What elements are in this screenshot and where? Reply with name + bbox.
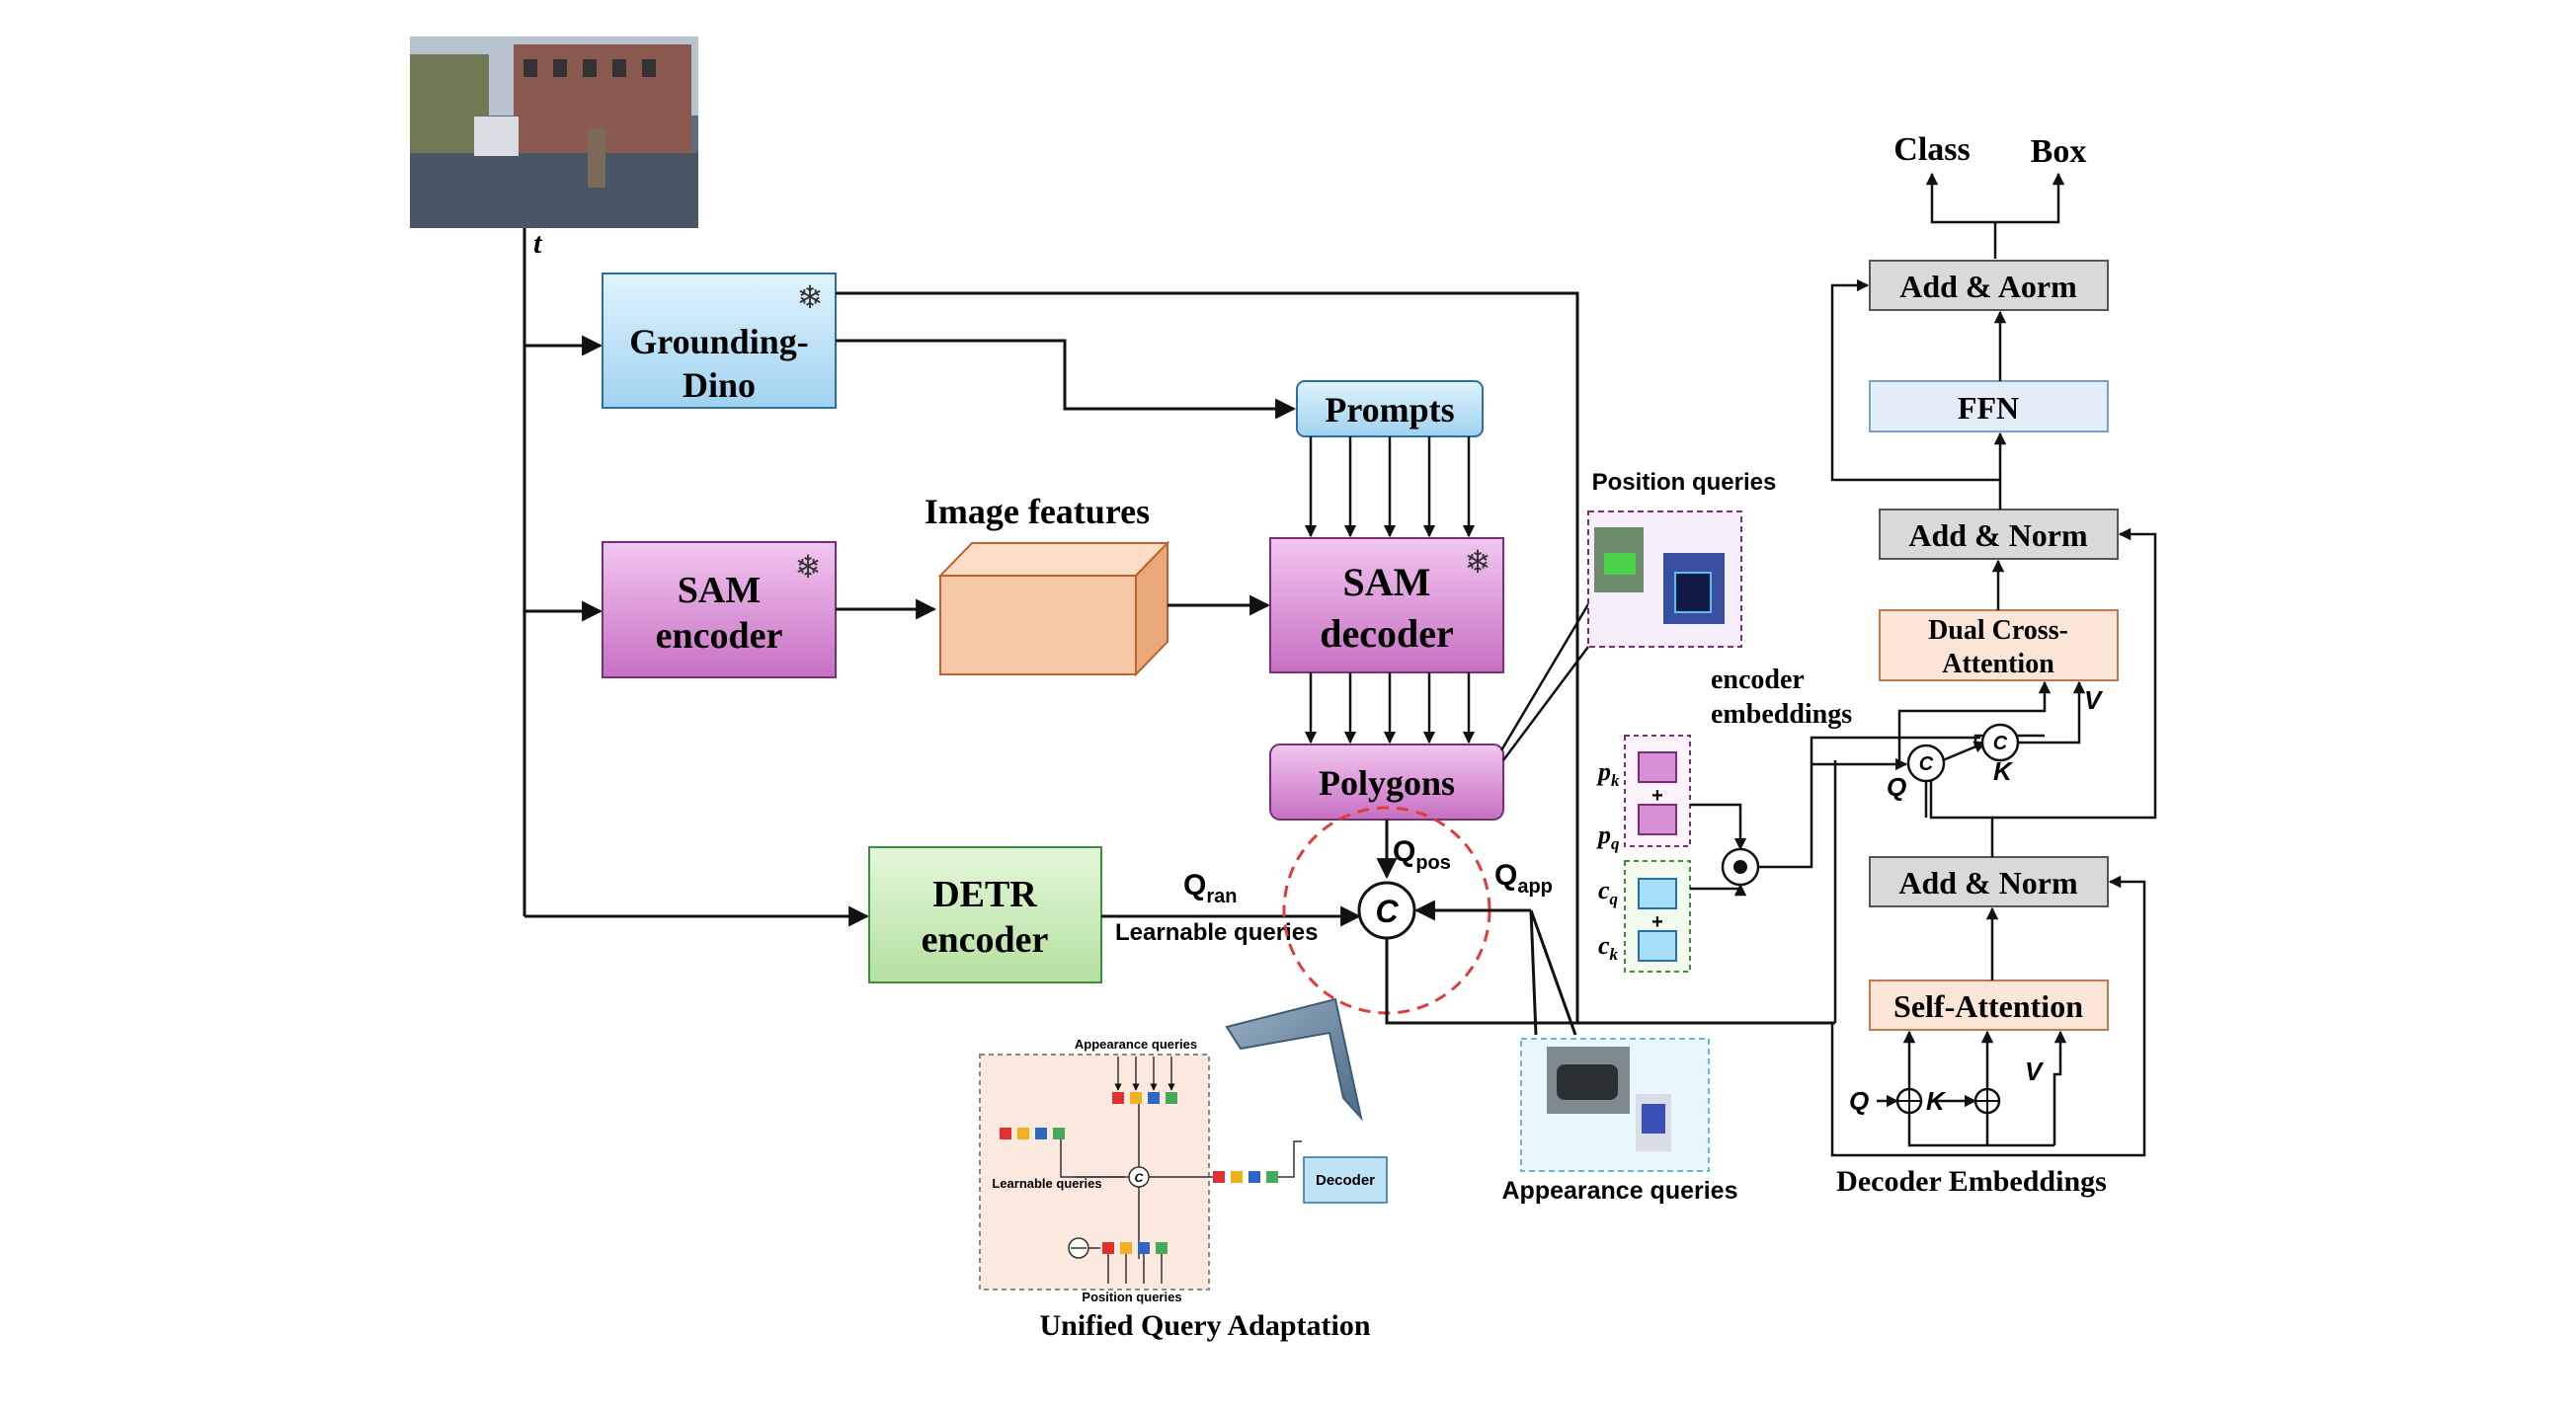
encoder-embeddings-label-1: encoder [1711,665,1805,695]
prompts-label: Prompts [1325,390,1454,430]
uqa-concat-symbol: C [1135,1171,1144,1185]
learnable-queries-label: Learnable queries [1115,919,1318,946]
self-attention-label: Self-Attention [1893,988,2083,1024]
prompts-box: Prompts [1296,380,1484,437]
snowflake-icon: ❄ [797,279,824,315]
k-self-label: K [1926,1086,1947,1116]
concat-symbol: C [1375,894,1399,929]
p-c-to-dot-lines [1690,736,1980,897]
uqa-appearance-tokens [1112,1092,1177,1104]
appearance-queries-lines [1385,900,1835,1036]
concat-symbol: C [1993,733,2008,754]
position-queries-panel [1587,510,1742,648]
enc-emb-to-concat-lines [1811,757,1908,1023]
detr-encoder-box: DETR encoder [868,846,1102,983]
c-token-panel: + [1624,860,1691,973]
uqa-output-tokens [1213,1171,1278,1183]
q-cross-label: Q [1887,772,1906,802]
dot-product-node [1721,847,1760,887]
add-aorm-box: Add & Aorm [1869,260,2109,311]
polygons-label: Polygons [1319,763,1455,803]
cq-label: cq [1598,876,1619,908]
detr-encoder-label-1: DETR [932,874,1037,915]
v-cross-label: V [2084,685,2104,715]
encoder-embeddings-label-2: embeddings [1711,699,1852,730]
image-features-cube [937,540,1170,677]
sam-encoder-box: SAM encoder ❄ [602,541,837,678]
grounding-dino-label-2: Dino [683,365,756,405]
c-plus: + [1651,911,1663,933]
grounding-dino-label-1: Grounding- [629,322,808,361]
add-norm-bottom-label: Add & Norm [1898,865,2078,901]
uqa-caption: Unified Query Adaptation [1039,1309,1370,1342]
uqa-learnable-label: Learnable queries [992,1176,1101,1191]
box-output-label: Box [2031,133,2087,170]
dual-cross-label-2: Attention [1942,649,2054,679]
uqa-appearance-label: Appearance queries [1075,1037,1197,1052]
add-norm-bottom-box: Add & Norm [1869,856,2109,907]
v-self-label: V [2025,1057,2045,1086]
p-plus: + [1651,785,1663,807]
snowflake-icon: ❄ [1465,544,1491,580]
sam-encoder-label-1: SAM [678,570,761,611]
appearance-queries-label: Appearance queries [1502,1177,1738,1205]
zoom-pointer-arrow [1225,997,1363,1122]
dual-cross-concat-left: C [1906,744,1946,783]
k-cross-label: K [1993,756,2014,786]
uqa-decoder-box [1303,1156,1388,1204]
polygons-to-position-queries-lines [1499,603,1590,761]
self-attn-add-k [1973,1087,2001,1115]
q-pos-label: Qpos [1393,835,1451,874]
image-features-label: Image features [925,492,1150,531]
position-queries-label: Position queries [1592,469,1777,496]
pq-label: pq [1596,821,1620,853]
class-output-label: Class [1893,131,1970,168]
add-aorm-label: Add & Aorm [1899,269,2077,304]
polygons-box: Polygons [1269,744,1504,821]
pk-label: pk [1596,757,1620,790]
add-norm-top-box: Add & Norm [1879,509,2119,560]
self-attention-box: Self-Attention [1869,979,2109,1031]
detr-encoder-label-2: encoder [922,919,1049,961]
decoder-flow-arrows [1830,278,2157,1157]
ffn-box: FFN [1869,380,2109,432]
uqa-position-tokens [1102,1242,1167,1254]
sam-decoder-box: SAM decoder ❄ [1269,537,1504,673]
uqa-concat-node [1128,1166,1150,1188]
q-self-label: Q [1849,1086,1869,1116]
self-attention-inputs [1877,1030,2067,1147]
prompts-to-sam-arrows [1304,436,1476,538]
left-trunk-lines [523,228,870,927]
p-token-panel: + [1624,735,1691,847]
sam-decoder-label-2: decoder [1320,611,1454,656]
uqa-decoder-label: Decoder [1316,1172,1375,1189]
ck-label: ck [1598,931,1619,964]
self-attn-add-q [1895,1087,1923,1115]
dual-cross-concat-right: C [1980,723,2020,762]
sam-decoder-to-polygons-arrows [1304,672,1476,744]
add-norm-top-label: Add & Norm [1908,517,2088,553]
dual-cross-label-1: Dual Cross- [1928,615,2068,646]
sam-encoder-label-2: encoder [656,615,783,657]
q-app-label: Qapp [1494,859,1553,898]
snowflake-icon: ❄ [795,549,822,585]
output-fork-lines [1925,172,2065,259]
decoder-embeddings-label: Decoder Embeddings [1836,1165,2107,1198]
uqa-position-label: Position queries [1082,1290,1181,1304]
ffn-label: FFN [1958,390,2019,426]
concat-symbol: C [1919,753,1934,775]
dual-cross-attention-box: Dual Cross- Attention [1879,609,2119,681]
uqa-inset: Appearance queries Learnable queries C [979,1037,1388,1304]
grounding-dino-box: Grounding- Dino ❄ [602,273,837,409]
q-ran-label: Qran [1183,869,1237,907]
concat-node: C [1357,881,1416,940]
input-image [410,37,698,228]
t-label: t [533,227,543,260]
appearance-queries-panel [1520,1038,1710,1172]
uqa-learnable-tokens [1000,1128,1065,1139]
sam-decoder-label-1: SAM [1343,560,1431,604]
